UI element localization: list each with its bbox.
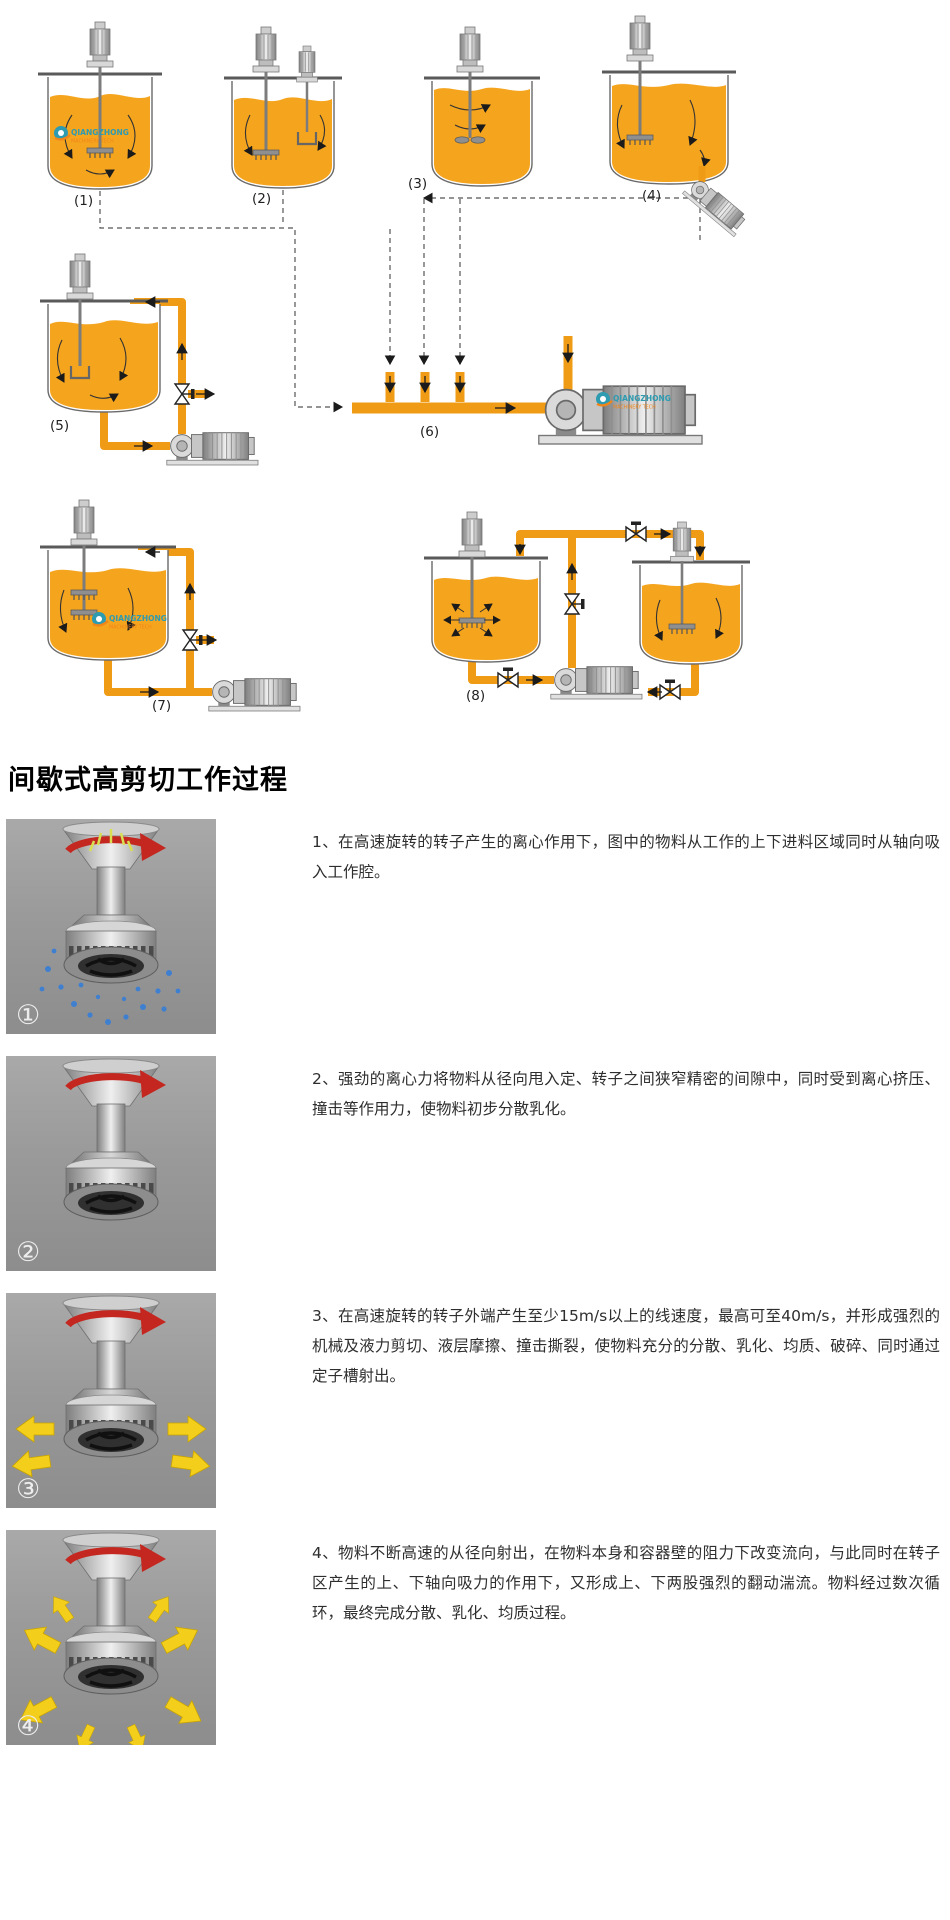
tank-4-mixer-with-inline-pump: (4): [602, 15, 750, 238]
shear-radial-arrows: [443, 603, 501, 637]
circulation-arrows: [654, 597, 724, 641]
process-flow-diagram-section: (1) (2) (3): [0, 0, 950, 742]
rotor-suction-illustration: [6, 819, 216, 1034]
step-text-2: 2、强劲的离心力将物料从径向甩入定、转子之间狭窄精密的间隙中，同时受到离心挤压、…: [312, 1070, 940, 1118]
circulation-arrows: [615, 99, 711, 167]
tank-7-circulation-system: (7): [40, 499, 301, 714]
tank-2-dual-mixer: (2): [224, 26, 342, 207]
dashed-connectors: [99, 190, 701, 413]
diagram-label-7: (7): [152, 698, 171, 714]
diagram-label-1: (1): [74, 193, 93, 209]
circulation-arrows: [55, 337, 129, 403]
transfer-pump: [550, 666, 643, 700]
step-row-1: ① 1、在高速旋转的转子产生的离心作用下，图中的物料从工作的上下进料区域同时从轴…: [6, 819, 950, 1034]
suction-droplets: [39, 948, 181, 1025]
inline-shear-pump: [682, 174, 750, 238]
step-text-1: 1、在高速旋转的转子产生的离心作用下，图中的物料从工作的上下进料区域同时从轴向吸…: [312, 833, 940, 881]
step-image-2: ②: [6, 1056, 216, 1271]
step-badge-4: ④: [16, 1711, 41, 1742]
flow-arrows: [134, 296, 216, 452]
circulation-pump: [166, 432, 259, 466]
steps-list: ① 1、在高速旋转的转子产生的离心作用下，图中的物料从工作的上下进料区域同时从轴…: [0, 819, 950, 1745]
step-row-3: ③ 3、在高速旋转的转子外端产生至少15m/s以上的线速度，最高可至40m/s，…: [6, 1293, 950, 1508]
diagram-label-4: (4): [642, 188, 661, 204]
radial-ejection-illustration: [6, 1293, 216, 1508]
section-title: 间歇式高剪切工作过程: [8, 765, 288, 796]
step-text-4: 4、物料不断高速的从径向射出，在物料本身和容器壁的阻力下改变流向，与此同时在转子…: [312, 1544, 940, 1622]
process-flow-diagram: (1) (2) (3): [38, 15, 750, 714]
step-row-4: ④ 4、物料不断高速的从径向射出，在物料本身和容器壁的阻力下改变流向，与此同时在…: [6, 1530, 950, 1745]
twin-tank-transfer-system: (8): [424, 511, 750, 704]
turbulent-flow-illustration: [6, 1530, 216, 1745]
step-badge-3: ③: [16, 1474, 41, 1505]
step-image-3: ③: [6, 1293, 216, 1508]
step-image-4: ④: [6, 1530, 216, 1745]
motor-icon: [86, 21, 114, 68]
flow-arrows: [384, 344, 574, 414]
tank-1-batch-mixer: (1): [38, 21, 162, 209]
step-badge-1: ①: [16, 1000, 41, 1031]
circulation-pump: [208, 678, 301, 712]
diagram-label-8: (8): [466, 688, 485, 704]
flow-arrows: [514, 528, 706, 698]
step-row-2: ② 2、强劲的离心力将物料从径向甩入定、转子之间狭窄精密的间隙中，同时受到离心挤…: [6, 1056, 950, 1271]
step-image-1: ①: [6, 819, 216, 1034]
flow-arrows: [140, 546, 218, 698]
diagram-label-5: (5): [50, 418, 69, 434]
feed-sparkles: [88, 829, 134, 852]
diagram-label-2: (2): [252, 191, 271, 207]
tank-3-stirrer: (3): [408, 26, 540, 192]
manifold-pump-system: (6): [352, 336, 703, 445]
diagram-label-3: (3): [408, 176, 427, 192]
diagram-label-6: (6): [420, 424, 439, 440]
circulation-arrows: [243, 114, 327, 156]
step-badge-2: ②: [16, 1237, 41, 1268]
rotor-shear-gap-illustration: [6, 1056, 216, 1271]
step-text-3: 3、在高速旋转的转子外端产生至少15m/s以上的线速度，最高可至40m/s，并形…: [312, 1307, 940, 1385]
tank-5-circulation-system: (5): [40, 253, 259, 466]
